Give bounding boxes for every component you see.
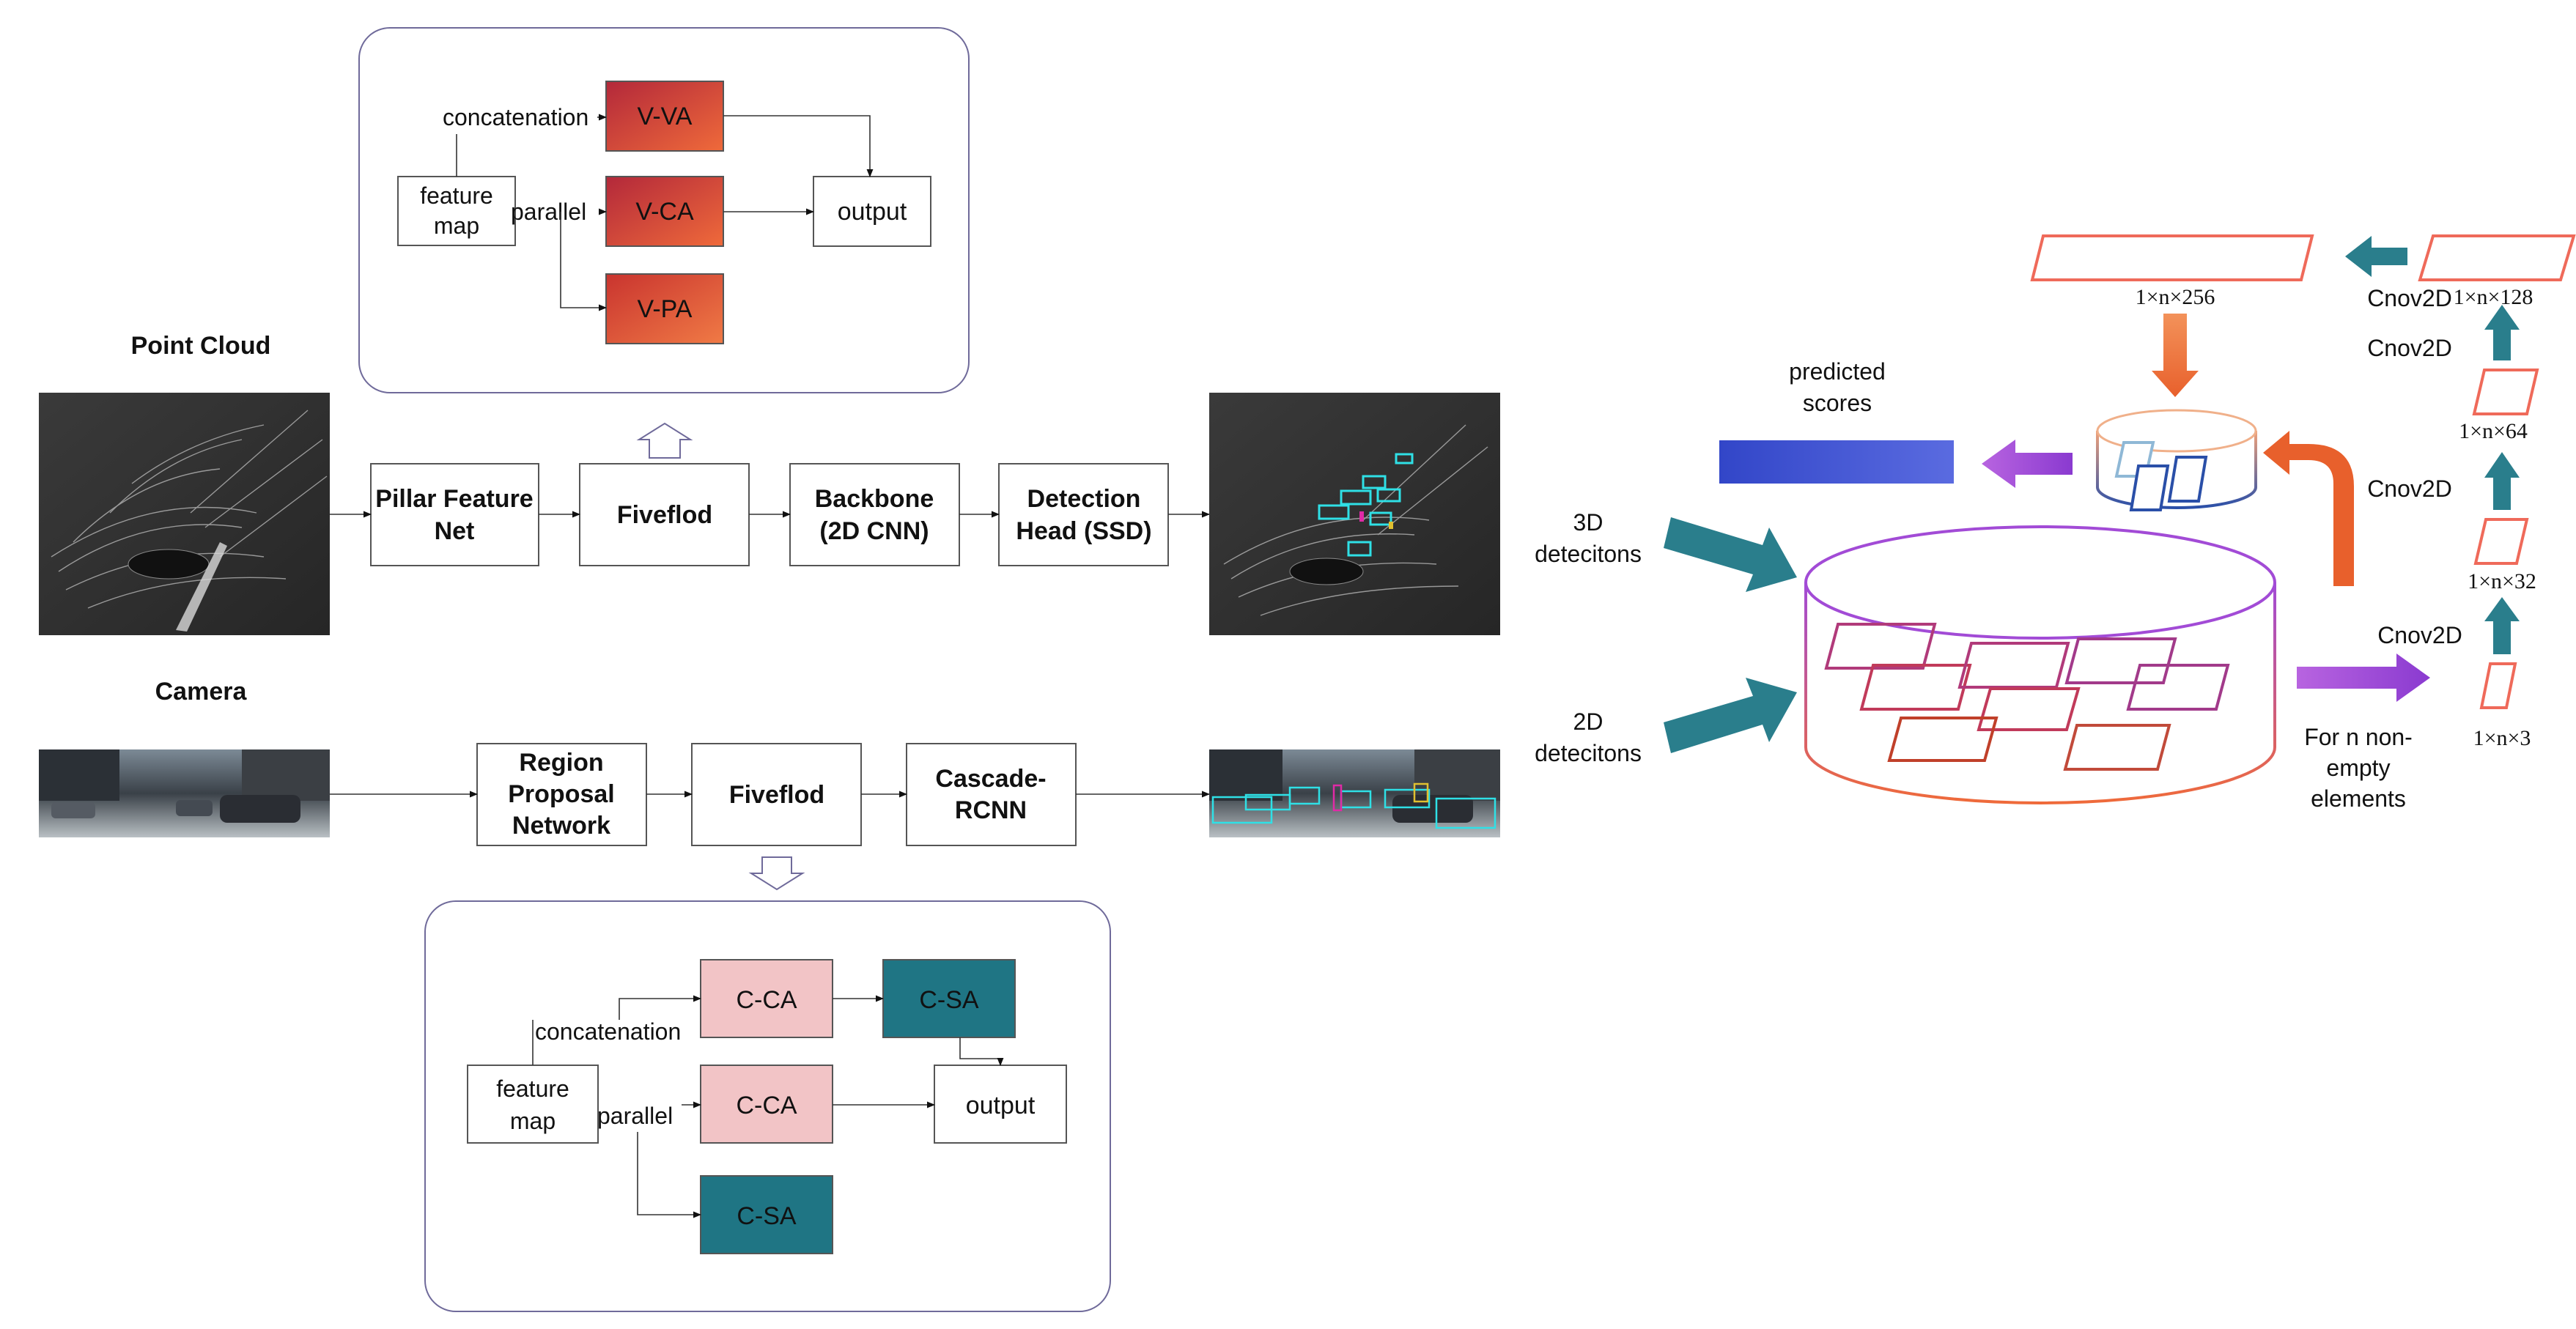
point-cloud-title: Point Cloud	[131, 332, 271, 360]
cnov2d-label-d: Cnov2D	[2367, 285, 2452, 311]
predicted-scores-label-2: scores	[1803, 390, 1872, 416]
for-n-label-3: elements	[2311, 785, 2406, 812]
purple-left-arrow-icon	[1982, 440, 2073, 488]
feature-3-shape	[2479, 662, 2517, 709]
scores-cylinder	[2096, 409, 2257, 511]
camera-output-box	[934, 1065, 1067, 1144]
c-ca-mid-box	[700, 1065, 833, 1144]
pillar-feature-net-label-2: Net	[435, 517, 475, 545]
camera-inset-connectors	[532, 995, 1004, 1218]
rpn-label-1: Region	[519, 749, 603, 777]
up-arrow-1-icon	[2484, 597, 2520, 654]
dim-3-label: 1×n×3	[2473, 726, 2531, 750]
dim-128-label: 1×n×128	[2454, 285, 2533, 309]
cascade-rcnn-box	[906, 743, 1077, 846]
cascade-rcnn-label-1: Cascade-	[935, 765, 1046, 793]
lidar-result-image	[1209, 393, 1500, 635]
orange-curved-arrow-icon	[2263, 431, 2354, 586]
v-va-label: V-VA	[638, 103, 693, 130]
camera-feature-map-label-2: map	[510, 1108, 556, 1134]
for-n-label-2: empty	[2326, 755, 2390, 781]
c-sa-top-label: C-SA	[919, 986, 979, 1014]
camera-parallel-label: parallel	[597, 1103, 673, 1129]
detections-3d-label-1: 3D	[1573, 509, 1603, 536]
lidar-feature-map-box	[397, 176, 516, 246]
c-ca-top-label: C-CA	[736, 986, 797, 1014]
feature-32-shape	[2473, 518, 2529, 565]
lidar-concatenation-label: concatenation	[443, 104, 588, 130]
pillar-feature-net-label-1: Pillar Feature	[375, 485, 533, 513]
cnov2d-label-a: Cnov2D	[2377, 622, 2462, 648]
lidar-inset-connectors	[456, 114, 874, 311]
detections-database-cylinder	[1804, 525, 2276, 804]
dim-32-label: 1×n×32	[2468, 569, 2536, 593]
rpn-box	[476, 743, 647, 846]
detections-inside-cylinder	[1824, 623, 2230, 771]
rpn-label-3: Network	[512, 812, 610, 840]
dim-64-label: 1×n×64	[2459, 419, 2528, 443]
backbone-label-2: (2D CNN)	[819, 517, 929, 545]
lidar-feature-map-label-2: map	[434, 212, 479, 239]
predicted-scores-bar	[1719, 440, 1954, 484]
rpn-label-2: Proposal	[508, 780, 614, 808]
feature-128-shape	[2418, 234, 2576, 281]
camera-result-image	[1209, 749, 1500, 837]
detections-3d-label-2: detecitons	[1535, 541, 1642, 567]
backbone-box	[789, 463, 960, 566]
v-ca-box	[605, 176, 724, 247]
c-ca-mid-label: C-CA	[736, 1092, 797, 1119]
v-va-box	[605, 81, 724, 152]
lidar-feature-map-label-1: feature	[420, 182, 493, 209]
detection-head-label-2: Head (SSD)	[1016, 517, 1151, 545]
c-sa-bottom-label: C-SA	[737, 1202, 797, 1230]
camera-fiveflod-label: Fiveflod	[729, 781, 824, 809]
camera-feature-map-label-1: feature	[496, 1076, 569, 1102]
detections-2d-arrow-icon	[1664, 678, 1797, 753]
point-cloud-image	[39, 393, 330, 635]
cascade-rcnn-label-2: RCNN	[955, 796, 1027, 824]
predicted-scores-label-1: predicted	[1789, 358, 1886, 385]
lidar-output-box	[813, 176, 931, 247]
backbone-label-1: Backbone	[815, 485, 934, 513]
inset-up-arrow-icon	[636, 422, 693, 459]
c-ca-top-box	[700, 959, 833, 1038]
up-arrow-2-icon	[2484, 452, 2520, 510]
camera-feature-map-box	[467, 1065, 599, 1144]
detections-3d-arrow-icon	[1664, 517, 1797, 592]
lidar-fiveflod-label: Fiveflod	[617, 501, 712, 529]
left-arrow-icon	[2345, 236, 2407, 277]
cnov2d-label-b: Cnov2D	[2367, 475, 2452, 502]
inset-down-arrow-icon	[748, 856, 805, 891]
for-n-label-1: For n non-	[2304, 724, 2413, 750]
v-pa-box	[605, 273, 724, 344]
v-pa-label: V-PA	[638, 295, 693, 323]
dim-256-label: 1×n×256	[2136, 285, 2215, 309]
pillar-feature-net-box	[370, 463, 539, 566]
c-sa-top-box	[882, 959, 1016, 1038]
detections-2d-label-2: detecitons	[1535, 740, 1642, 766]
detections-2d-label-1: 2D	[1573, 708, 1603, 735]
c-sa-bottom-box	[700, 1175, 833, 1254]
v-ca-label: V-CA	[635, 198, 694, 226]
lidar-output-label: output	[838, 198, 907, 226]
camera-title: Camera	[155, 678, 248, 706]
up-arrow-3-icon	[2484, 305, 2520, 360]
camera-concatenation-label: concatenation	[535, 1018, 681, 1045]
orange-down-arrow-icon	[2152, 314, 2199, 397]
camera-output-label: output	[966, 1092, 1036, 1119]
purple-right-arrow-icon	[2297, 654, 2430, 702]
lidar-parallel-label: parallel	[511, 199, 586, 225]
feature-256-shape	[2030, 234, 2314, 281]
lidar-fiveflod-box	[579, 463, 750, 566]
camera-image	[39, 749, 330, 837]
camera-fiveflod-box	[691, 743, 862, 846]
feature-64-shape	[2472, 369, 2539, 415]
cnov2d-label-c: Cnov2D	[2367, 335, 2452, 361]
detection-head-label-1: Detection	[1027, 485, 1141, 513]
detection-head-box	[998, 463, 1169, 566]
